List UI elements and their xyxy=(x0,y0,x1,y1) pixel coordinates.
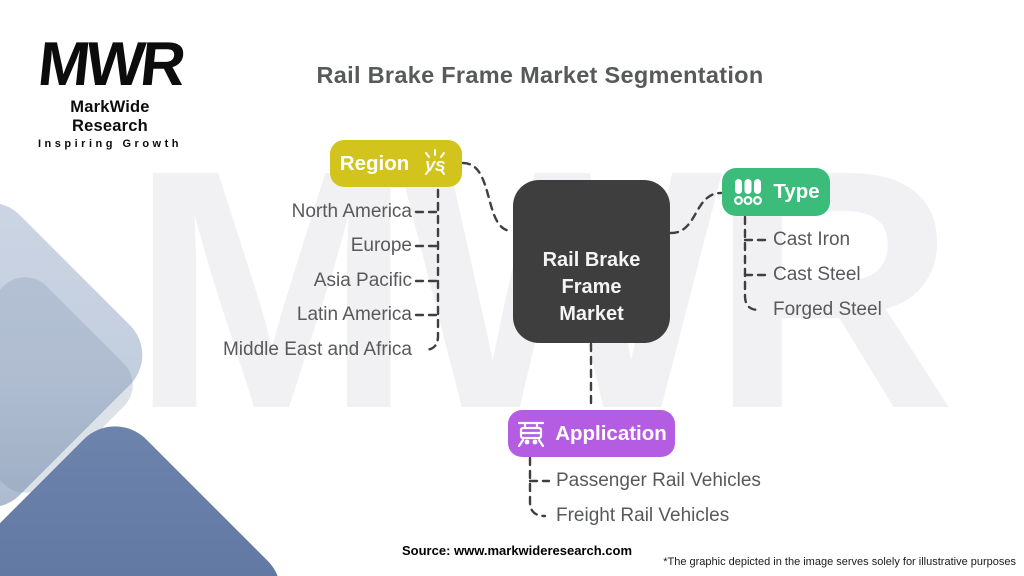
connector-application-trunk xyxy=(528,456,547,518)
center-market-label: Rail Brake Frame Market xyxy=(542,249,641,325)
region-item: Latin America xyxy=(296,304,412,325)
connector-region-to-center xyxy=(461,161,514,233)
triple-bars-icon xyxy=(732,178,764,206)
segment-badge-type: Type xyxy=(722,168,830,216)
region-item: North America xyxy=(291,201,412,222)
page-title: Rail Brake Frame Market Segmentation xyxy=(316,62,764,88)
region-badge-label: Region xyxy=(339,151,410,175)
type-item: Forged Steel xyxy=(773,299,882,320)
vs-sparkle-icon: VS xyxy=(418,147,452,181)
source-text: Source: www.markwideresearch.com xyxy=(402,543,633,558)
region-item: Asia Pacific xyxy=(313,270,412,291)
connector-center-to-type xyxy=(669,191,723,235)
center-market-node: Rail Brake Frame Market xyxy=(513,180,670,343)
type-badge-label: Type xyxy=(773,180,820,203)
train-icon xyxy=(516,420,546,448)
svg-text:VS: VS xyxy=(425,158,445,175)
brand-tagline: Inspiring Growth xyxy=(38,138,182,150)
application-badge-label: Application xyxy=(555,421,667,445)
region-item: Europe xyxy=(350,235,412,256)
segment-badge-application: Application xyxy=(508,410,675,457)
region-item: Middle East and Africa xyxy=(222,339,412,360)
segment-badge-region: Region VS xyxy=(330,140,462,187)
brand-logo-mark: MWR xyxy=(34,30,186,99)
type-item: Cast Steel xyxy=(773,264,861,285)
brand-logo: MWR MarkWide Research Inspiring Growth xyxy=(30,30,190,150)
connector-region-trunk xyxy=(422,188,440,352)
brand-name: MarkWide Research xyxy=(70,98,150,135)
application-item: Freight Rail Vehicles xyxy=(556,505,730,526)
disclaimer-text: *The graphic depicted in the image serve… xyxy=(663,556,1016,568)
type-item: Cast Iron xyxy=(773,229,851,250)
connector-type-trunk xyxy=(743,215,761,312)
application-item: Passenger Rail Vehicles xyxy=(556,470,761,491)
